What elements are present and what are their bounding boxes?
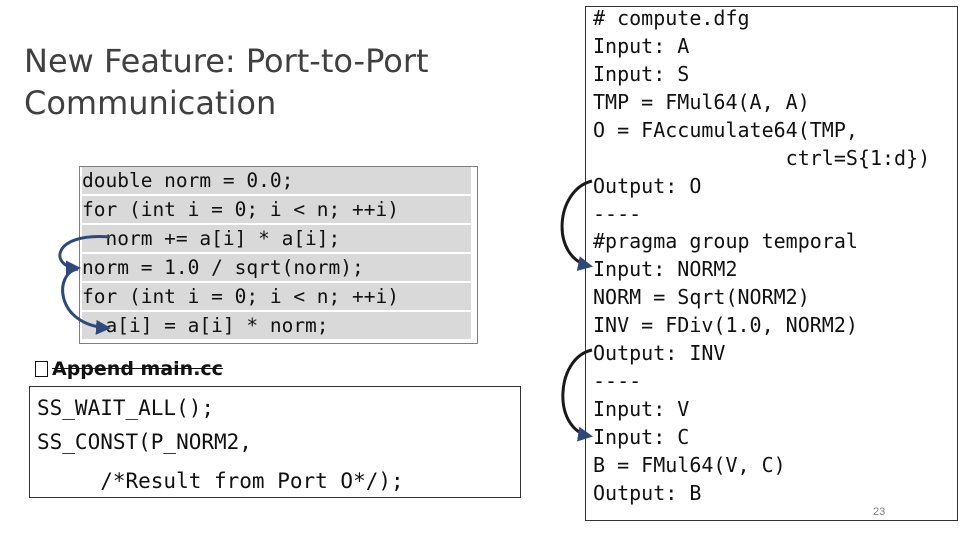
dfg-line-8: ----: [593, 202, 642, 226]
code-line-3: norm += a[i] * a[i];: [82, 225, 471, 252]
dfg-line-15: Input: V: [593, 397, 690, 421]
dfg-line-16: Input: C: [593, 425, 690, 449]
dfg-line-4: TMP = FMul64(A, A): [593, 90, 810, 114]
missing-glyph-icon: [35, 361, 48, 377]
code-line-1: double norm = 0.0;: [82, 167, 471, 194]
main-code-block: SS_WAIT_ALL(); SS_CONST(P_NORM2, /*Resul…: [29, 386, 521, 498]
slide-title-line-1: New Feature: Port-to-Port: [24, 42, 429, 80]
main-code-line-3: /*Result from Port O*/);: [37, 469, 404, 493]
main-code-line-2: SS_CONST(P_NORM2,: [37, 430, 252, 454]
page-number: 23: [873, 506, 886, 518]
dfg-line-7: Output: O: [593, 174, 702, 198]
dfg-line-5: O = FAccumulate64(TMP,: [593, 118, 858, 142]
dfg-line-1: # compute.dfg: [593, 6, 750, 30]
dfg-line-17: B = FMul64(V, C): [593, 453, 786, 477]
slide-title-line-2: Communication: [24, 84, 277, 122]
code-line-6: a[i] = a[i] * norm;: [82, 312, 471, 339]
code-line-5: for (int i = 0; i < n; ++i): [82, 283, 471, 310]
dfg-line-2: Input: A: [593, 34, 690, 58]
dfg-line-10: Input: NORM2: [593, 257, 738, 281]
dfg-line-9: #pragma group temporal: [593, 229, 858, 253]
code-line-2: for (int i = 0; i < n; ++i): [82, 196, 471, 223]
dfg-line-6: ctrl=S{1:d}): [593, 146, 931, 170]
code-line-4: norm = 1.0 / sqrt(norm);: [82, 254, 471, 281]
cpp-code-block: double norm = 0.0; for (int i = 0; i < n…: [79, 166, 478, 344]
dfg-line-13: Output: INV: [593, 341, 726, 365]
dfg-line-3: Input: S: [593, 62, 690, 86]
dfg-line-11: NORM = Sqrt(NORM2): [593, 285, 810, 309]
append-label: Append main.cc: [35, 356, 223, 382]
dfg-line-12: INV = FDiv(1.0, NORM2): [593, 313, 858, 337]
append-label-text: Append main.cc: [52, 358, 223, 380]
dfg-line-14: ----: [593, 369, 642, 393]
dfg-line-18: Output: B: [593, 481, 702, 505]
slide-title: New Feature: Port-to-Port Communication: [24, 40, 544, 124]
main-code-line-1: SS_WAIT_ALL();: [37, 396, 215, 420]
